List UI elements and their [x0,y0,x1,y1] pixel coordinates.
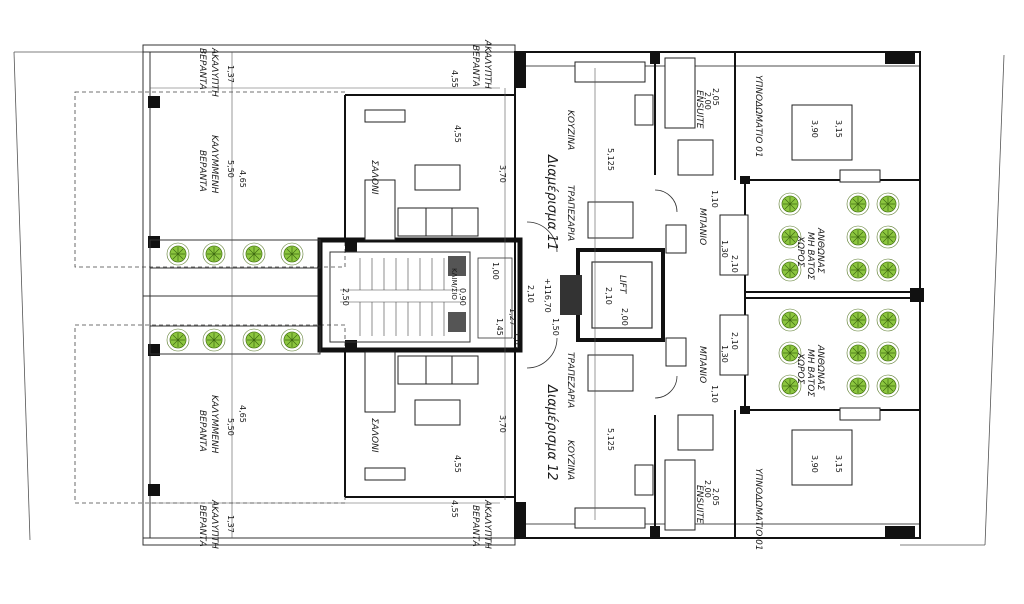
dim-150-core: 1,50 [551,318,560,336]
dim-455-living-lower: 4,55 [453,455,462,473]
dimension-lines [150,52,596,538]
planter-upper [149,239,321,269]
dim-5125-lower: 5,125 [606,428,615,451]
dim-465-lower: 4,65 [238,405,247,423]
dim-455-bottom: 4,55 [450,500,459,518]
dining-label-12: ΤΡΑΠΕΖΑΡΙΑ [565,352,575,408]
dim-200-ensuite-lower: 2,00 [703,480,712,498]
dim-390-lower: 3,90 [810,455,819,473]
ensuite-label-12: ENSUITE [694,485,704,524]
dim-5125-upper: 5,125 [606,148,615,171]
dim-137-bottom: 1,37 [226,515,235,533]
plot-boundary [13,51,1005,546]
dim-110-upper: 1,10 [710,190,719,208]
uncovered-veranda-2-bottom: ΒΕΡΑΝΤΑ [470,505,480,547]
dim-550-lower: 5,50 [226,418,235,436]
doors [526,189,678,399]
level-label: +116,70 [543,278,552,313]
dim-370-upper: 3,70 [498,165,507,183]
dim-200-lift: 2,00 [620,308,629,326]
lift-label: LIFT [617,275,627,295]
covered-veranda-2-lower: ΒΕΡΑΝΤΑ [197,410,207,452]
dim-110-lower: 1,10 [710,385,719,403]
garden-label-2-12: ΜΗ ΒΑΤΟΣ [805,349,815,397]
bedroom-label-12: ΥΠΝΟΔΩΜΑΤΙΟ 01 [753,468,763,551]
dim-102-stair: 1,02 [512,332,521,350]
dim-250-stair: 2,50 [341,288,350,306]
veranda-left-top-1: ΑΚΑΛΥΠΤΗ [209,47,219,97]
apartment-11-label: Διαμέρισμα 11 [544,154,559,251]
dim-145-stair: 1,45 [495,318,504,336]
dim-455-living-upper: 4,55 [453,125,462,143]
planter-lower [149,325,321,355]
lift [560,248,665,342]
garden-label-3-12: ΧΩΡΟΣ [795,352,805,385]
dim-210-core: 2,10 [526,285,535,303]
dim-465-upper: 4,65 [238,170,247,188]
dim-130-bath-lower: 1,30 [720,345,729,363]
dim-137-top: 1,37 [226,65,235,83]
bathroom-label-11: ΜΠΑΝΙΟ [697,208,707,245]
kitchen-label-12: ΚΟΥΖΙΝΑ [565,440,575,480]
uncovered-veranda-2-top: ΒΕΡΑΝΤΑ [470,45,480,87]
garden-label-1-11: ΑΝΘΩΝΑΣ [815,227,825,274]
covered-veranda-1-upper: ΚΑΛΥΜΜΕΝΗ [209,135,219,194]
stair-label: ΚΛΙΜ/ΣΙΟ [450,268,458,300]
stair-core [317,237,523,353]
furniture [364,57,881,531]
dim-100-stair: 1,00 [491,262,500,280]
apartment-12-label: Διαμέρισμα 12 [544,384,559,481]
bathroom-label-12: ΜΠΑΝΙΟ [697,346,707,383]
walls [344,51,921,539]
dim-205-ensuite-lower: 2,05 [711,488,720,506]
covered-veranda-2-upper: ΒΕΡΑΝΤΑ [197,150,207,192]
dim-315-lower: 3,15 [834,455,843,473]
garden-label-3-11: ΧΩΡΟΣ [795,235,805,268]
dim-205-ensuite-upper: 2,05 [711,88,720,106]
dim-390-upper: 3,90 [810,120,819,138]
uncovered-veranda-1-bottom: ΑΚΑΛΥΠΤΗ [482,499,492,549]
covered-veranda-1-lower: ΚΑΛΥΜΜΕΝΗ [209,395,219,454]
veranda-left-top-2: ΒΕΡΑΝΤΑ [197,48,207,90]
bedroom-label-11: ΥΠΝΟΔΩΜΑΤΙΟ 01 [753,75,763,158]
living-label-11: ΣΑΛΟΝΙ [369,160,379,195]
dim-315-upper: 3,15 [834,120,843,138]
veranda-left-bottom-1: ΑΚΑΛΥΠΤΗ [209,499,219,549]
dim-210-bath-upper: 2,10 [730,255,739,273]
garden-label-1-12: ΑΝΘΩΝΑΣ [815,344,825,391]
dim-370-lower: 3,70 [498,415,507,433]
kitchen-label-11: ΚΟΥΖΙΝΑ [565,110,575,150]
living-label-12: ΣΑΛΟΝΙ [369,418,379,453]
dim-455-top: 4,55 [450,70,459,88]
uncovered-veranda-1-top: ΑΚΑΛΥΠΤΗ [482,39,492,89]
dim-090-stair: 0,90 [458,288,467,306]
dim-200-ensuite-upper: 2,00 [703,92,712,110]
dining-label-11: ΤΡΑΠΕΖΑΡΙΑ [565,185,575,241]
dim-210-bath-lower: 2,10 [730,332,739,350]
garden-label-2-11: ΜΗ ΒΑΤΟΣ [805,232,815,280]
dim-127-stair: 1,27 [508,308,517,326]
dim-210-lift-a: 2,10 [604,287,613,305]
dim-550-upper: 5,50 [226,160,235,178]
ensuite-label-11: ENSUITE [694,90,704,129]
dim-130-bath-upper: 1,30 [720,240,729,258]
veranda-left-bottom-2: ΒΕΡΑΝΤΑ [197,505,207,547]
